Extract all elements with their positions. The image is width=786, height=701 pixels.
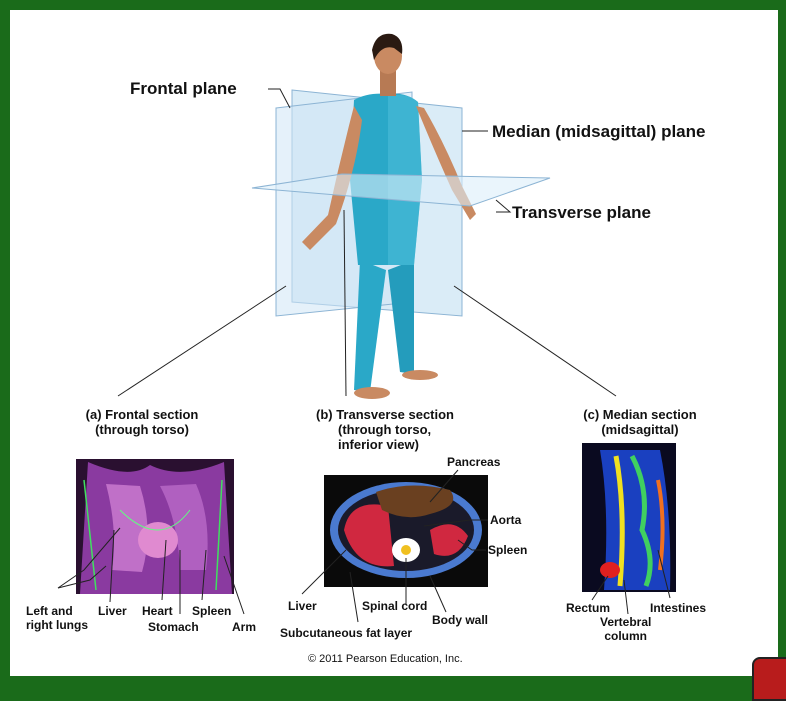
vertebral-label-line1: Vertebral [600, 615, 652, 629]
section-b-title-line1: (b) Transverse section [316, 407, 454, 422]
spleen-label-a: Spleen [192, 604, 232, 618]
stomach-label: Stomach [148, 620, 199, 634]
rectum-label: Rectum [566, 601, 611, 615]
copyright-text: © 2011 Pearson Education, Inc. [308, 653, 463, 665]
transverse-plane-label: Transverse plane [512, 203, 651, 222]
fat-layer-label: Subcutaneous fat layer [280, 626, 413, 640]
figure-card: Frontal plane Median (midsagittal) plane… [10, 10, 778, 676]
section-c-title-line1: (c) Median section [583, 407, 697, 422]
section-a-title: (a) Frontal section (through torso) [72, 407, 212, 437]
transverse-section-image [324, 475, 488, 587]
section-c-title: (c) Median section (midsagittal) [570, 407, 710, 437]
section-c-title-line2: (midsagittal) [601, 422, 679, 437]
liver-label-a: Liver [98, 604, 127, 618]
lungs-label: Left and right lungs [26, 604, 88, 632]
intestines-label: Intestines [650, 601, 707, 615]
transverse-plane [251, 173, 551, 207]
spinal-cord-label: Spinal cord [362, 599, 428, 613]
frontal-plane-label: Frontal plane [130, 79, 237, 98]
aorta-label: Aorta [490, 513, 522, 527]
median-plane-label: Median (midsagittal) plane [492, 122, 706, 141]
section-b-title: (b) Transverse section (through torso, i… [310, 407, 488, 452]
median-section-image [582, 443, 676, 592]
vertebral-column-label: Vertebral column [600, 615, 651, 643]
diagram-graphics [57, 33, 676, 623]
lungs-label-line2: right lungs [26, 618, 88, 632]
section-b-title-line2: (through torso, [338, 422, 432, 437]
section-b-title-line3: inferior view) [338, 437, 419, 452]
pancreas-label: Pancreas [447, 455, 501, 469]
frontal-section-image [76, 459, 234, 594]
spleen-label-b: Spleen [488, 543, 528, 557]
liver-label-b: Liver [288, 599, 317, 613]
section-a-title-line2: (through torso) [95, 422, 189, 437]
section-a-title-line1: (a) Frontal section [85, 407, 199, 422]
lungs-label-line1: Left and [26, 604, 73, 618]
arm-label: Arm [232, 620, 257, 634]
body-wall-label: Body wall [432, 613, 489, 627]
heart-label: Heart [142, 604, 173, 618]
vertebral-label-line2: column [604, 629, 648, 643]
corner-tab[interactable] [752, 657, 786, 701]
